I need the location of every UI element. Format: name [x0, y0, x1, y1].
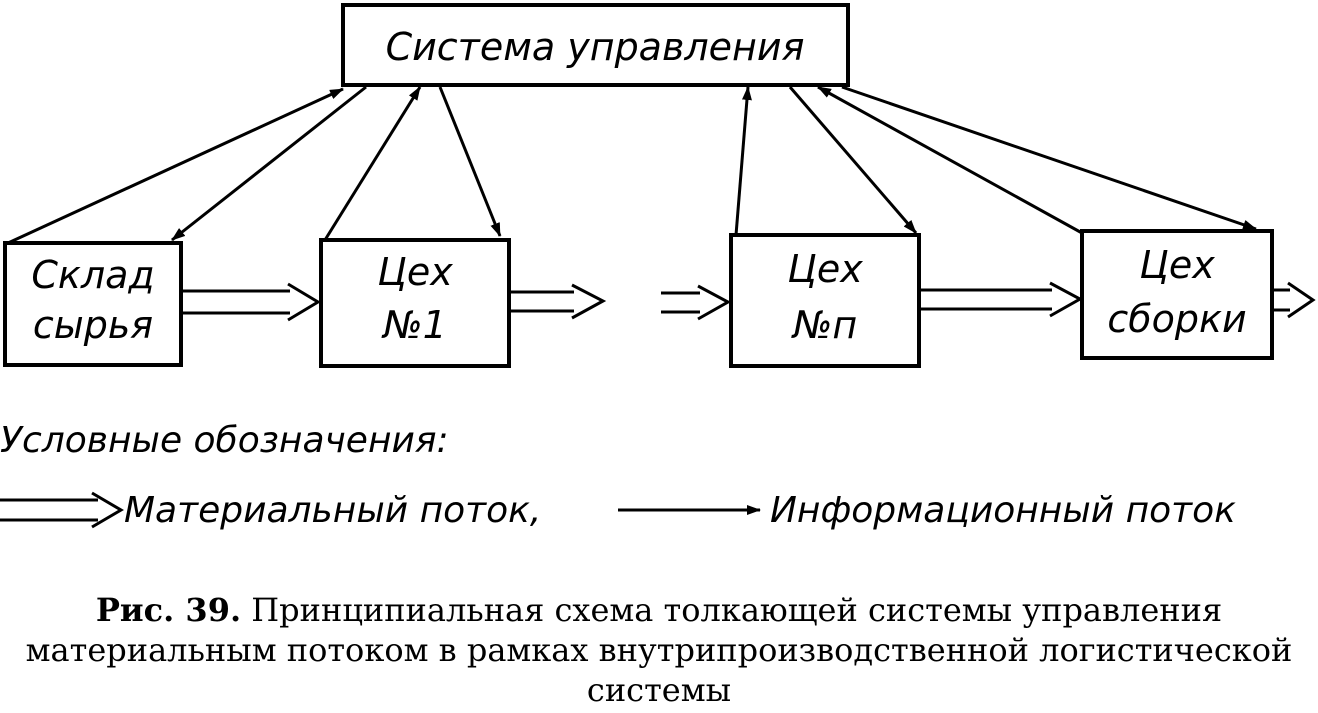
figure-caption-text: Принципиальная схема толкающей системы у…	[25, 591, 1293, 709]
shop-1-box	[319, 238, 511, 368]
warehouse-label-line2: сырья	[33, 303, 153, 347]
info-arrow-control-to-assembly	[841, 85, 1257, 231]
warehouse-label-line1: Склад	[31, 253, 154, 297]
info-arrow-control-to-warehouse	[171, 85, 367, 242]
shop-1-label-line2: №1	[381, 303, 447, 347]
legend-material-arrow	[0, 491, 124, 529]
legend-information-label: Информационный поток	[770, 490, 1236, 531]
shop-n-box	[729, 233, 921, 368]
warehouse-box	[3, 241, 183, 367]
material-flow-assembly-out	[1272, 281, 1316, 319]
information-flows	[7, 85, 1257, 245]
material-flow-shop1-out	[509, 283, 607, 320]
info-arrow-assembly-to-control	[817, 85, 1083, 235]
info-arrow-control-to-shop1	[438, 86, 502, 237]
assembly-shop-label-line1: Цех	[1139, 243, 1215, 287]
assembly-shop-box	[1080, 229, 1274, 360]
control-system-label: Система управления	[386, 25, 805, 69]
figure-caption: Рис. 39. Принципиальная схема толкающей …	[0, 590, 1318, 710]
info-arrow-control-to-shop-n	[788, 86, 918, 234]
shop-n-label-line2: №п	[791, 303, 857, 347]
info-arrow-warehouse-to-control	[7, 87, 344, 245]
material-flow-into-shop-n	[661, 284, 732, 321]
assembly-shop-label-line2: сборки	[1107, 297, 1246, 341]
control-system-box	[341, 3, 850, 87]
legend-title: Условные обозначения:	[0, 420, 449, 461]
material-flow-warehouse-to-shop1	[181, 282, 321, 322]
shop-1-label-line1: Цех	[377, 250, 453, 294]
info-arrow-shop-n-to-control	[734, 86, 752, 236]
info-arrow-shop1-to-control	[323, 86, 422, 241]
material-flow-shop-n-to-assembly	[919, 281, 1084, 318]
figure-number: Рис. 39.	[95, 591, 242, 629]
push-control-diagram: Система управления Склад сырья Цех №1 Це…	[0, 3, 1316, 531]
legend-material-label: Материальный поток,	[124, 490, 541, 531]
shop-n-label-line1: Цех	[787, 247, 863, 291]
